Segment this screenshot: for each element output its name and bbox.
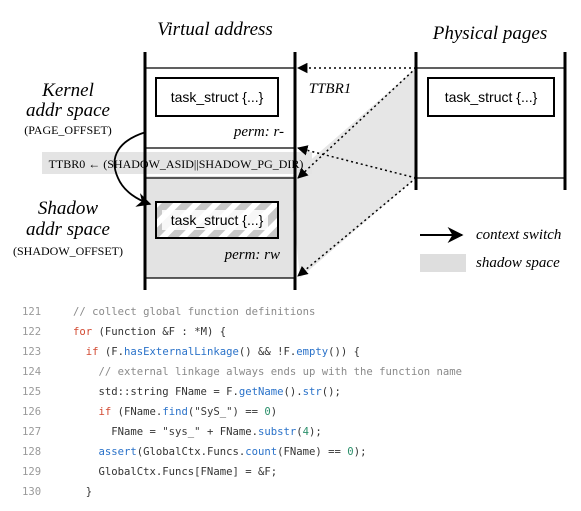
- code-token: 0: [347, 446, 354, 458]
- code-token: 4: [302, 426, 310, 438]
- ttbr0-band: [42, 152, 312, 174]
- line-number: 121: [22, 306, 42, 318]
- code-token: substr: [257, 426, 297, 438]
- shadow-label-line2: addr space: [26, 219, 110, 240]
- line-number: 128: [22, 446, 42, 458]
- line-number: 127: [22, 426, 42, 438]
- code-token: std::string FName = F.: [73, 386, 239, 398]
- code-token: (F.: [98, 346, 125, 358]
- code-token: [73, 406, 99, 418]
- line-number: 125: [22, 386, 42, 398]
- code-token: );: [309, 426, 322, 438]
- physical-task-struct-label: task_struct {...}: [445, 89, 538, 105]
- code-token: GlobalCtx.Funcs[FName] = &F;: [73, 466, 278, 478]
- ttbr0-label: TTBR0 ← (SHADOW_ASID||SHADOW_PG_DIR): [49, 157, 304, 171]
- code-text: if (F.hasExternalLinkage() && !F.empty()…: [73, 342, 360, 362]
- memory-layout-diagram: Virtual address Physical pages Kernel ad…: [13, 19, 567, 290]
- code-token: str: [302, 386, 322, 398]
- kernel-end-arrow: [296, 145, 417, 179]
- code-token: ();: [321, 386, 341, 398]
- code-token: ().: [283, 386, 303, 398]
- shadow-sublabel: (SHADOW_OFFSET): [13, 244, 123, 258]
- code-token: "sys_": [162, 426, 201, 438]
- shadow-label-line1: Shadow: [38, 198, 99, 219]
- shadow-mapping-region: [290, 68, 416, 278]
- context-switch-arrow: [113, 131, 152, 207]
- code-text: // collect global function definitions: [73, 302, 315, 322]
- shadow-perm-label: perm: rw: [224, 247, 280, 263]
- shadow-start-arrow: [297, 67, 417, 179]
- code-token: "SyS_": [194, 406, 233, 418]
- line-number: 130: [22, 486, 42, 498]
- kernel-task-struct-label: task_struct {...}: [171, 89, 264, 105]
- code-token: (: [187, 406, 195, 418]
- code-token: count: [245, 446, 278, 458]
- kernel-perm-label: perm: r-: [233, 124, 284, 140]
- kernel-label-line2: addr space: [26, 100, 110, 121]
- code-text: FName = "sys_" + FName.substr(4);: [73, 422, 322, 442]
- shadow-end-arrow: [297, 177, 417, 277]
- code-token: // external linkage always ends up with …: [98, 366, 463, 378]
- code-text: assert(GlobalCtx.Funcs.count(FName) == 0…: [73, 442, 367, 462]
- code-text: std::string FName = F.getName().str();: [73, 382, 341, 402]
- code-token: empty: [296, 346, 329, 358]
- kernel-task-struct-box: [155, 77, 279, 117]
- code-token: 0: [264, 406, 271, 418]
- code-token: (: [296, 426, 303, 438]
- code-token: assert: [98, 446, 137, 458]
- kernel-sublabel: (PAGE_OFFSET): [24, 123, 112, 137]
- code-token: (GlobalCtx.Funcs.: [136, 446, 246, 458]
- code-text: GlobalCtx.Funcs[FName] = &F;: [73, 462, 278, 482]
- code-token: (FName.: [111, 406, 163, 418]
- kernel-label-line1: Kernel: [41, 80, 94, 101]
- code-token: // collect global function definitions: [73, 306, 316, 318]
- code-token: (Function &F : *M) {: [92, 326, 227, 338]
- line-number: 122: [22, 326, 42, 338]
- code-text: if (FName.find("SyS_") == 0): [73, 402, 278, 422]
- code-token: (FName) ==: [277, 446, 348, 458]
- line-number: 126: [22, 406, 42, 418]
- code-token: ) ==: [232, 406, 265, 418]
- code-token: () && !F.: [238, 346, 297, 358]
- code-token: [73, 446, 99, 458]
- code-token: FName =: [73, 426, 163, 438]
- ttbr1-label: TTBR1: [309, 81, 352, 97]
- legend-context-switch-label: context switch: [476, 227, 561, 243]
- line-number: 129: [22, 466, 42, 478]
- code-token: [73, 366, 99, 378]
- code-token: ): [270, 406, 278, 418]
- code-token: if: [98, 406, 112, 418]
- code-token: }: [73, 486, 93, 498]
- code-text: for (Function &F : *M) {: [73, 322, 226, 342]
- line-number: 124: [22, 366, 42, 378]
- code-token: );: [353, 446, 367, 458]
- physical-pages-header: Physical pages: [432, 23, 548, 44]
- code-token: if: [85, 346, 99, 358]
- legend-shadow-space-label: shadow space: [476, 255, 560, 271]
- code-text: // external linkage always ends up with …: [73, 362, 463, 382]
- code-token: hasExternalLinkage: [124, 346, 239, 358]
- legend-shadow-swatch: [420, 254, 466, 272]
- shadow-task-struct-label: task_struct {...}: [171, 212, 264, 228]
- code-token: for: [73, 326, 93, 338]
- code-token: ()) {: [328, 346, 361, 358]
- code-token: + FName.: [200, 426, 258, 438]
- code-token: getName: [238, 386, 284, 398]
- code-token: find: [162, 406, 188, 418]
- line-number: 123: [22, 346, 42, 358]
- code-text: }: [73, 482, 92, 502]
- physical-task-struct-box: [427, 77, 555, 117]
- code-token: [73, 346, 86, 358]
- virtual-address-header: Virtual address: [157, 19, 273, 40]
